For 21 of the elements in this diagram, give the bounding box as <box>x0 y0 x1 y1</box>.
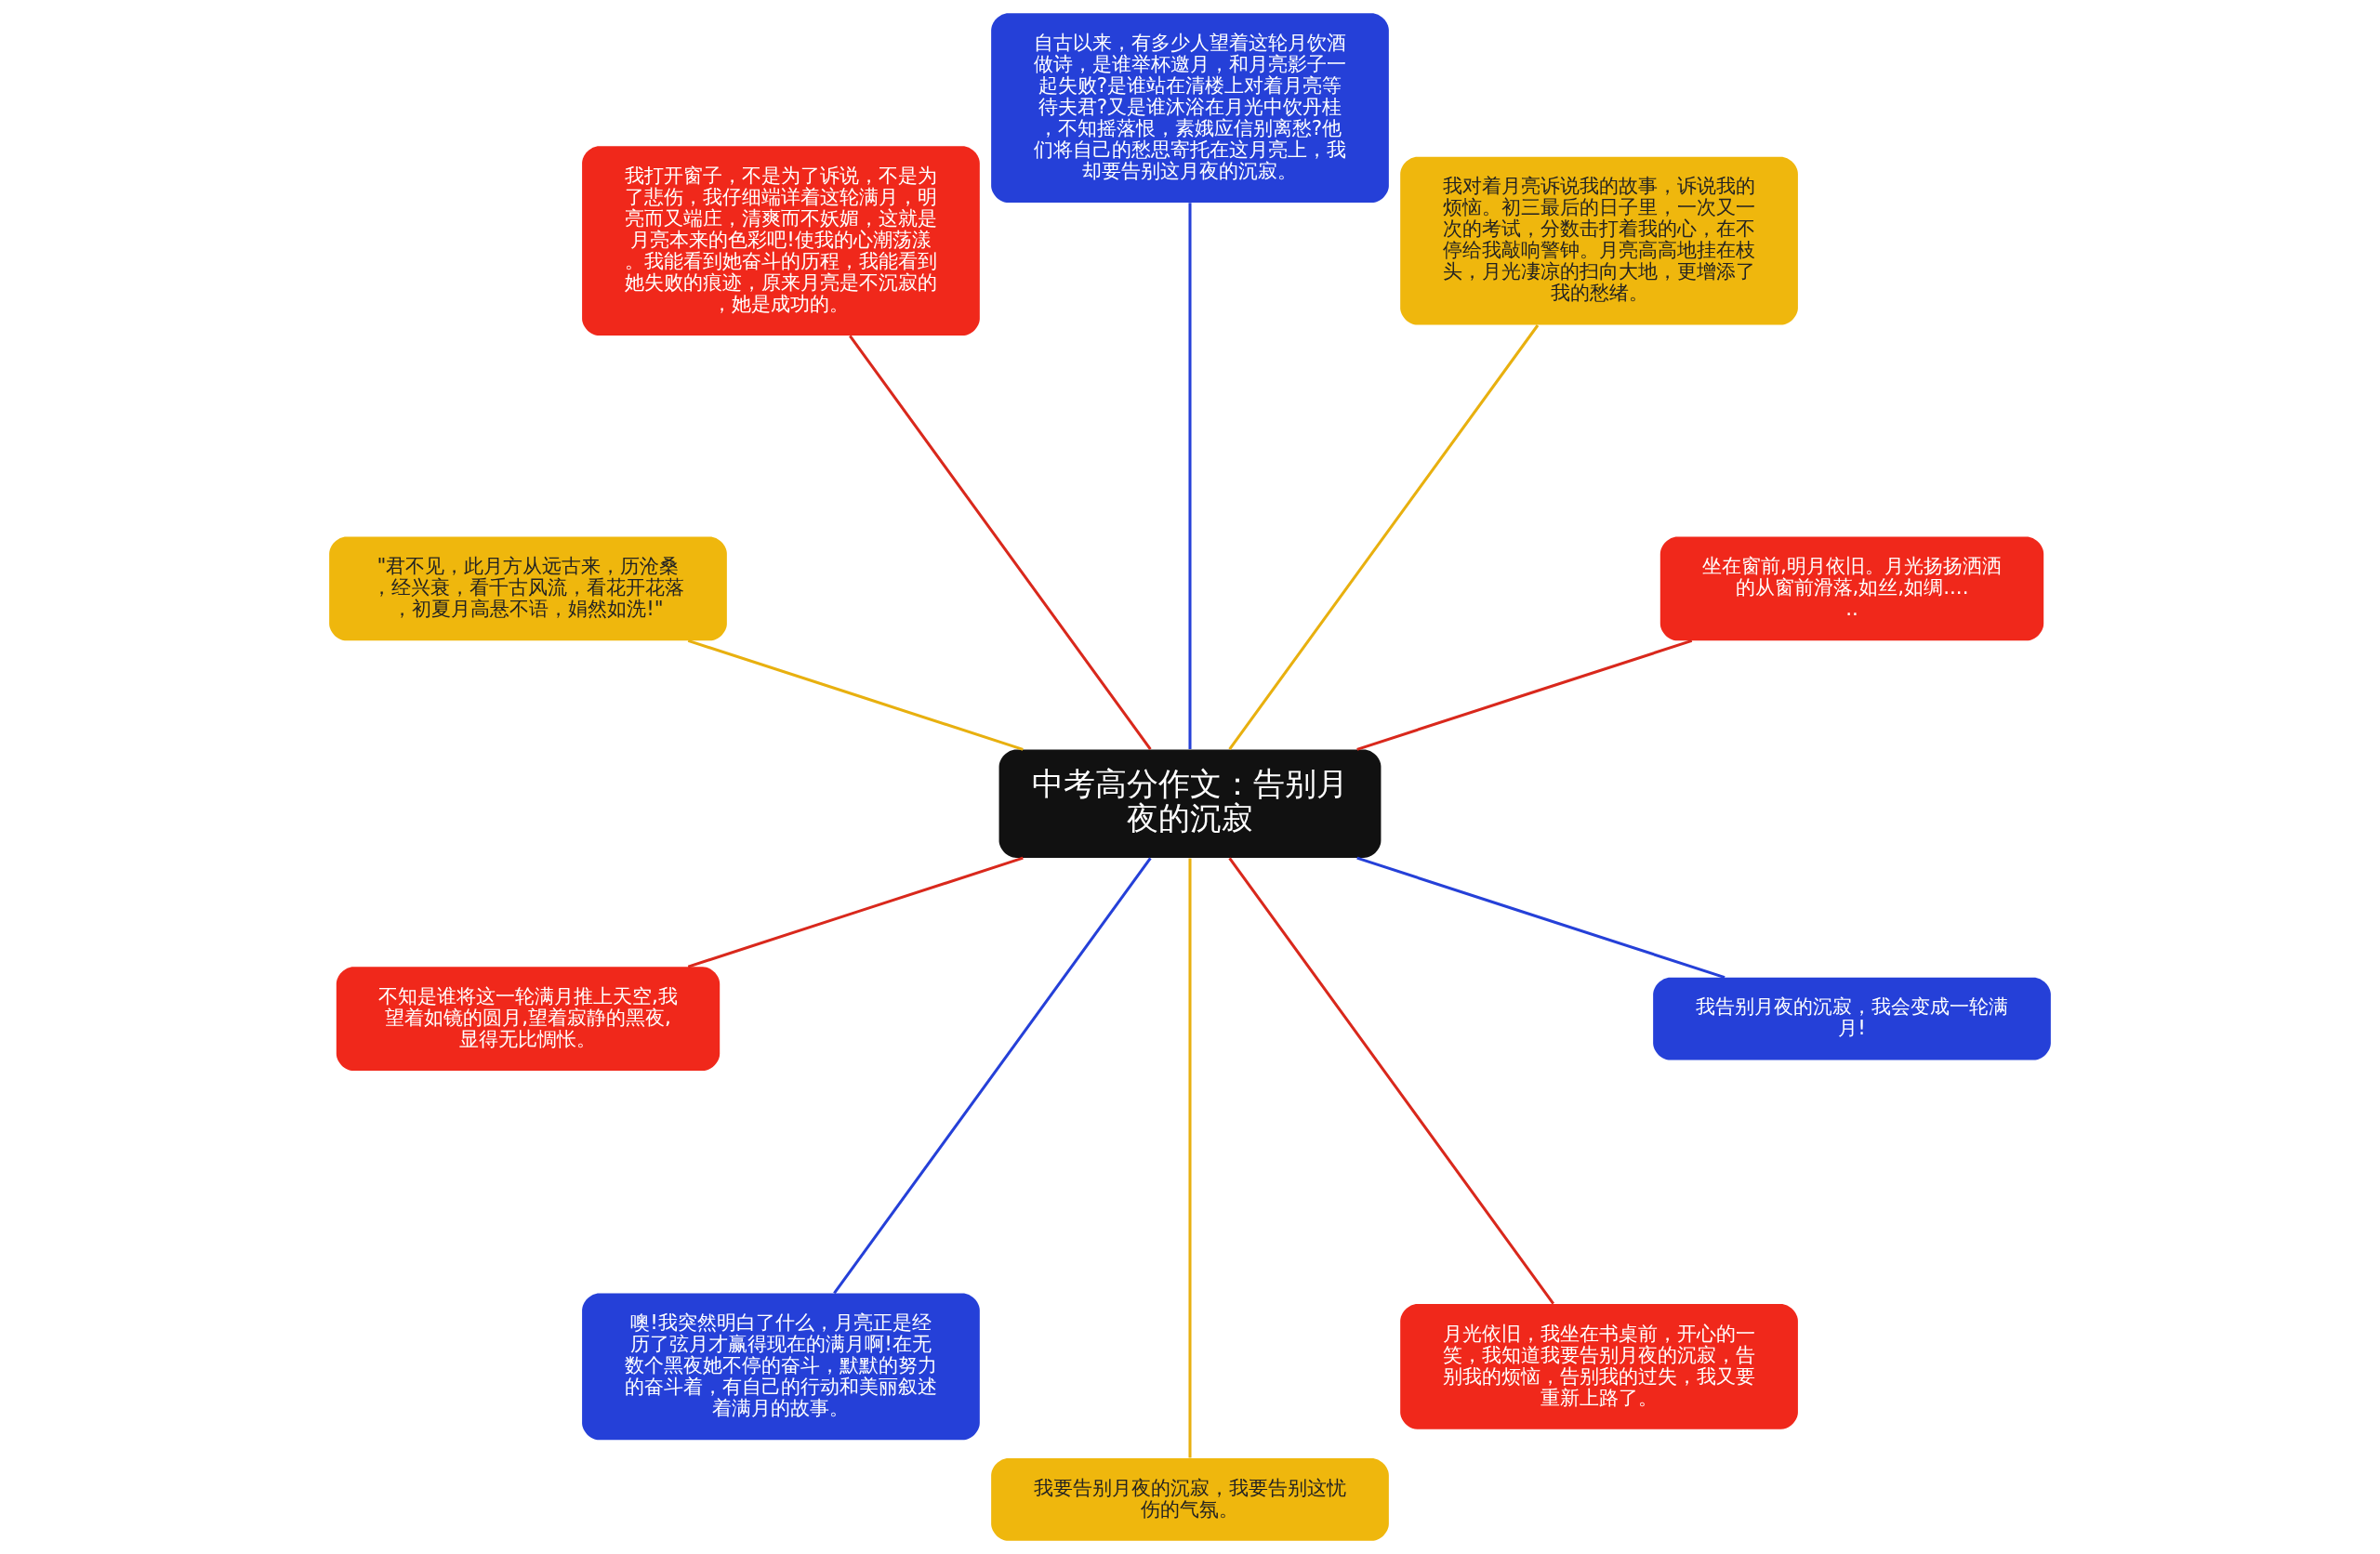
connector <box>1356 856 1726 980</box>
connector <box>1228 324 1540 751</box>
connector <box>687 856 1024 968</box>
connector <box>1188 203 1192 749</box>
connector <box>1188 858 1192 1458</box>
node-box: 我对着月亮诉说我的故事，诉说我的烦恼。初三最后的日子里，一次又一次的考试，分数击打着我的心，在不停给我敲响警钟。月亮高高地挂在枝头，月光凄凉的扫向大地，更增添了我的愁绪。 <box>1400 156 1798 325</box>
node-box: 月光依旧，我坐在书桌前，开心的一笑，我知道我要告别月夜的沉寂，告别我的烦恼，告别我的过失，我又要重新上路了。 <box>1400 1303 1798 1429</box>
node-box: 自古以来，有多少人望着这轮月饮酒做诗，是谁举杯邀月，和月亮影子一起失败?是谁站在清楼上对着月亮等待夫君?又是谁沐浴在月光中饮丹桂，不知摇落恨，素娥应信别离愁?他们将自己的愁思寄托在这月亮上，我却要告别这月夜的沉寂。 <box>991 13 1389 204</box>
node-box: 我告别月夜的沉寂，我会变成一轮满月! <box>1653 977 2051 1060</box>
node-box: 我要告别月夜的沉寂，我要告别这忧伤的气氛。 <box>991 1457 1389 1541</box>
connector <box>1228 857 1554 1305</box>
connector <box>1356 639 1693 751</box>
node-box: "君不见，此月方从远古来，历沧桑，经兴衰，看千古风流，看花开花落，初夏月高悬不语，娟然如洗!" <box>329 536 727 641</box>
node-box: 噢!我突然明白了什么，月亮正是经历了弦月才赢得现在的满月啊!在无数个黑夜她不停的奋斗，默默的努力的奋斗着，有自己的行动和美丽叙述着满月的故事。 <box>582 1293 980 1441</box>
connector <box>687 639 1024 751</box>
connector <box>849 335 1152 751</box>
node-box: 坐在窗前,明月依旧。月光扬扬洒洒的从窗前滑落,如丝,如绸...... <box>1659 536 2044 641</box>
node-box: 不知是谁将这一轮满月推上天空,我望着如镜的圆月,望着寂静的黑夜,显得无比惆怅。 <box>336 967 721 1072</box>
connector <box>833 857 1152 1295</box>
node-box: 中考高分作文：告别月夜的沉寂 <box>998 749 1382 858</box>
node-box: 我打开窗子，不是为了诉说，不是为了悲伤，我仔细端详着这轮满月，明亮而又端庄，清爽而不妖媚，这就是月亮本来的色彩吧!使我的心潮荡漾。我能看到她奋斗的历程，我能看到她失败的痕迹，原来月亮是不沉寂的，她是成功的。 <box>582 146 980 336</box>
